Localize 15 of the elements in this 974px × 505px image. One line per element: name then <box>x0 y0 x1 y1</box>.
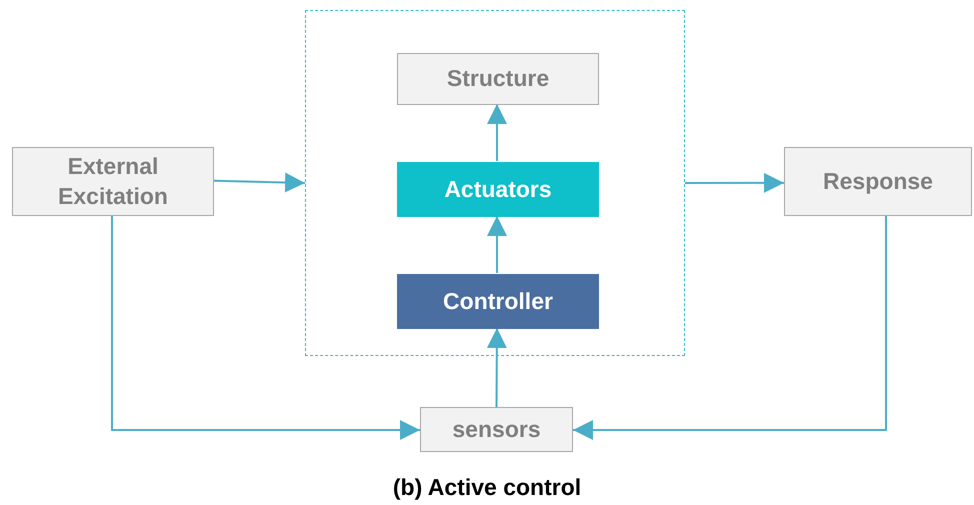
group-box <box>305 10 685 356</box>
arrow <box>685 172 784 193</box>
process-box: External Excitation <box>12 147 214 216</box>
arrow <box>573 216 887 440</box>
arrow <box>486 328 507 407</box>
arrow <box>487 104 507 161</box>
process-box: Structure <box>397 53 599 105</box>
process-box: Response <box>784 147 972 216</box>
process-box: Actuators <box>397 162 599 217</box>
arrow <box>487 216 507 273</box>
arrow <box>111 216 420 440</box>
arrow <box>214 172 306 193</box>
caption: (b) Active control <box>392 474 582 500</box>
process-box: sensors <box>420 407 573 452</box>
process-box: Controller <box>397 274 599 329</box>
